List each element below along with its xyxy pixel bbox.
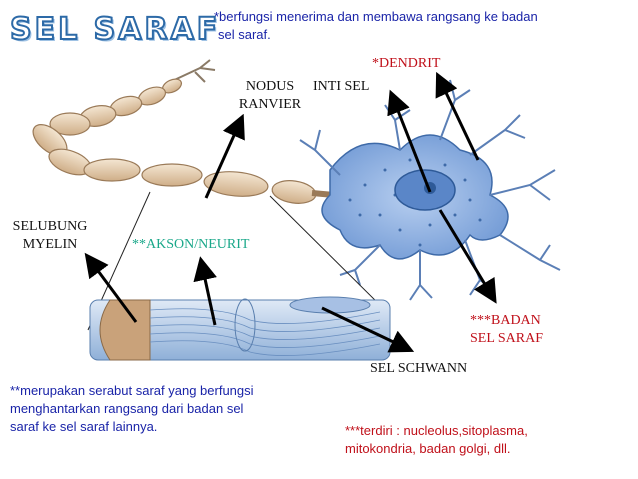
axon-function-note: **merupakan serabut saraf yang berfungsi… — [10, 382, 310, 436]
arrow-dendrit — [435, 71, 480, 161]
arrow-akson — [193, 256, 217, 326]
label-line: MYELIN — [22, 237, 78, 252]
arrow-badan — [438, 209, 497, 304]
label-dendrit: *DENDRIT — [372, 56, 441, 71]
dendrite-function-note: *berfungsi menerima dan membawa rangsang… — [214, 8, 614, 44]
note-line: saraf ke sel saraf lainnya. — [10, 419, 158, 434]
label-sel-schwann: SEL SCHWANN — [370, 361, 468, 376]
note-line: menghantarkan rangsang dari badan sel — [10, 401, 244, 416]
label-line: RANVIER — [238, 97, 302, 112]
myelin-sheath — [32, 78, 317, 204]
label-badan-sel-saraf: ***BADAN SEL SARAF — [470, 312, 543, 348]
label-selubung-myelin: SELUBUNG MYELIN — [6, 218, 94, 254]
label-line: NODUS — [245, 79, 295, 94]
note-line: **merupakan serabut saraf yang berfungsi — [10, 383, 254, 398]
arrow-nodus — [204, 113, 245, 199]
pointer-arrows — [84, 71, 497, 353]
page-title: SEL SARAF — [9, 11, 221, 48]
cell-body-contents-note: ***terdiri : nucleolus,sitoplasma, mitok… — [345, 422, 615, 458]
note-line: *berfungsi menerima dan membawa rangsang… — [214, 9, 538, 24]
label-akson-neurit: **AKSON/NEURIT — [132, 237, 250, 252]
cell-body-shape — [321, 134, 509, 260]
axon-terminal — [169, 59, 216, 83]
note-line: ***terdiri : nucleolus,sitoplasma, — [345, 423, 528, 438]
label-line: ***BADAN — [470, 313, 541, 328]
label-nodus-ranvier: NODUS RANVIER — [230, 78, 310, 114]
arrow-myelin — [84, 252, 138, 323]
label-inti-sel: INTI SEL — [313, 79, 370, 94]
arrow-inti — [387, 89, 432, 193]
arrow-schwann — [321, 306, 415, 353]
note-line: sel saraf. — [218, 27, 271, 42]
magnified-axon — [89, 296, 391, 361]
label-line: SELUBUNG — [12, 219, 88, 234]
note-line: mitokondria, badan golgi, dll. — [345, 441, 511, 456]
label-line: SEL SARAF — [470, 331, 544, 346]
